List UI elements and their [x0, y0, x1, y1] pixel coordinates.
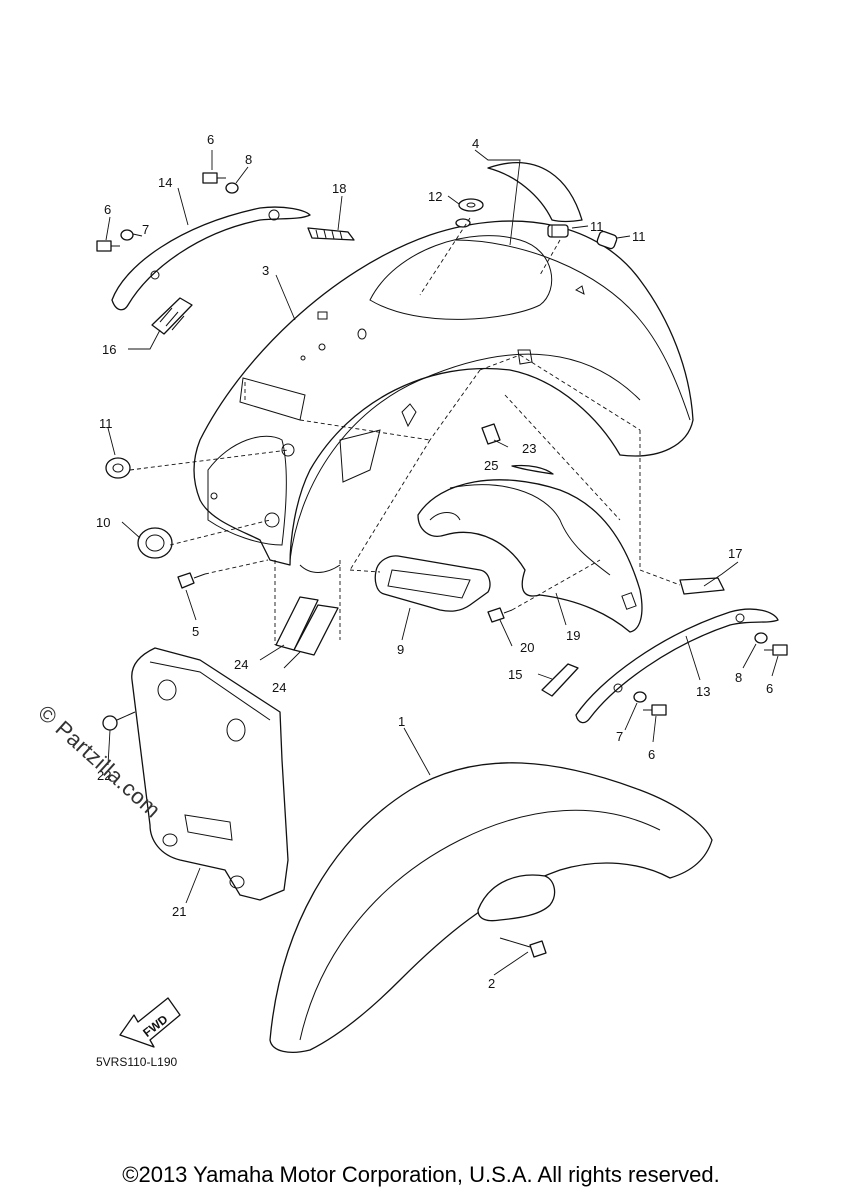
callout-6: 6 [766, 681, 773, 696]
leader-lines [105, 149, 779, 976]
callout-5: 5 [192, 624, 199, 639]
callout-3: 3 [262, 263, 269, 278]
front-fender-part-1 [269, 762, 713, 1053]
callout-8: 8 [735, 670, 742, 685]
callout-14: 14 [158, 175, 172, 190]
assembly-lines [129, 217, 681, 645]
fwd-arrow-icon: FWD [119, 997, 181, 1048]
callout-13: 13 [696, 684, 710, 699]
callout-1: 1 [398, 714, 405, 729]
washer-part-7-b [633, 691, 647, 703]
callout-25: 25 [484, 458, 498, 473]
grommet-part-10 [137, 527, 173, 559]
callout-17: 17 [728, 546, 742, 561]
callout-11: 11 [99, 416, 113, 431]
callout-7: 7 [616, 729, 623, 744]
callout-7: 7 [142, 222, 149, 237]
grommet-part-11-c [105, 457, 131, 479]
fender-trim-part-25 [511, 464, 554, 475]
washer-part-7-a [120, 229, 134, 241]
cushion-part-17 [679, 577, 725, 595]
cushion-part-16 [151, 297, 193, 335]
callout-24: 24 [234, 657, 248, 672]
callout-4: 4 [472, 136, 479, 151]
bracket-part-21 [131, 647, 289, 901]
callout-24: 24 [272, 680, 286, 695]
tape-part-24-a [275, 596, 319, 651]
callout-16: 16 [102, 342, 116, 357]
side-rail-part-14 [111, 206, 311, 311]
callout-11: 11 [632, 229, 646, 244]
grommet-part-11-a [547, 224, 569, 238]
bolt-part-22 [102, 711, 136, 731]
bolt-part-6-b [96, 240, 120, 252]
cushion-part-18 [307, 227, 355, 241]
callout-12: 12 [428, 189, 442, 204]
diagram-code: 5VRS110-L190 [96, 1055, 177, 1069]
cushion-part-15 [541, 663, 579, 697]
bolt-part-6-d [643, 704, 667, 716]
callout-23: 23 [522, 441, 536, 456]
bolt-part-2 [499, 937, 547, 958]
callouts: 1 2 3 4 5 6 6 6 6 7 7 8 8 9 10 11 11 11 … [96, 132, 773, 991]
callout-6: 6 [104, 202, 111, 217]
grommet-part-11-b [596, 230, 618, 250]
callout-6: 6 [648, 747, 655, 762]
rear-fender-part-3 [193, 220, 694, 573]
side-rail-part-13 [575, 608, 779, 724]
tape-part-24-b [293, 604, 339, 656]
callout-8: 8 [245, 152, 252, 167]
inner-fender-part-19 [417, 479, 643, 633]
callout-19: 19 [566, 628, 580, 643]
callout-22: 22 [97, 768, 111, 783]
bolt-part-5 [177, 572, 206, 589]
callout-18: 18 [332, 181, 346, 196]
callout-11: 11 [590, 219, 604, 234]
clip-part-23 [481, 423, 501, 445]
bolt-part-6-a [202, 172, 226, 184]
pad-part-9 [374, 555, 491, 612]
copyright-notice: ©2013 Yamaha Motor Corporation, U.S.A. A… [122, 1162, 720, 1187]
callout-20: 20 [520, 640, 534, 655]
callout-15: 15 [508, 667, 522, 682]
bolt-part-20 [487, 607, 513, 623]
callout-21: 21 [172, 904, 186, 919]
callout-6: 6 [207, 132, 214, 147]
washer-part-12 [458, 198, 484, 212]
washer-part-8-a [225, 182, 239, 194]
callout-9: 9 [397, 642, 404, 657]
callout-10: 10 [96, 515, 110, 530]
callout-2: 2 [488, 976, 495, 991]
fender-cover-part-4 [487, 162, 583, 223]
bolt-part-6-c [764, 644, 788, 656]
washer-part-8-b [754, 632, 768, 644]
